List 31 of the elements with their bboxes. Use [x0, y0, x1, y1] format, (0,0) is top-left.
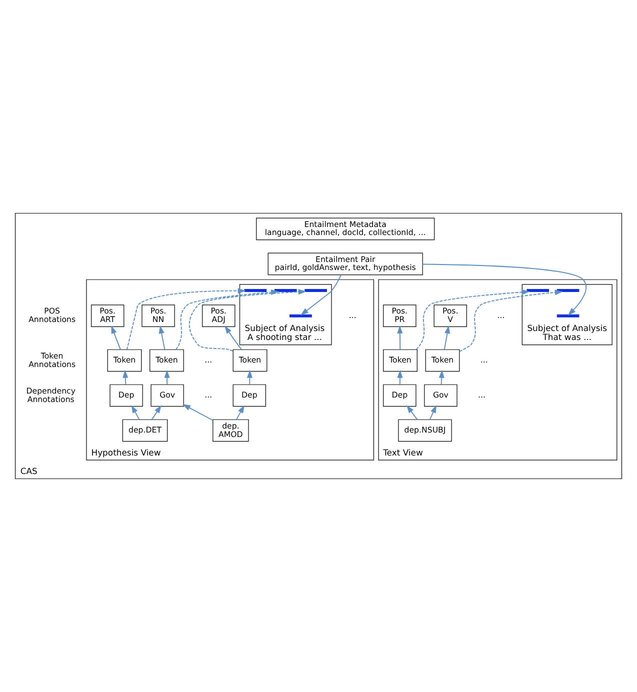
arrow — [151, 405, 162, 420]
arrow — [131, 405, 140, 420]
arrow — [182, 404, 214, 421]
arrow — [416, 289, 530, 350]
arrow — [111, 326, 121, 350]
node-bar — [526, 288, 550, 292]
arrow — [188, 289, 306, 352]
arrow — [236, 405, 244, 420]
node-bar — [290, 314, 312, 318]
arrow — [444, 326, 450, 350]
node-bar — [244, 288, 267, 292]
arrow — [459, 290, 563, 352]
arrow — [397, 370, 403, 386]
arrow — [126, 288, 246, 350]
arrow — [224, 326, 242, 350]
arrow — [438, 370, 444, 386]
arrow — [429, 405, 437, 420]
arrow — [397, 326, 403, 350]
arrow — [246, 370, 252, 386]
node-bar — [274, 288, 297, 292]
arrow — [122, 370, 128, 386]
arrow — [406, 405, 418, 420]
arrow — [300, 274, 342, 316]
node-bar — [556, 314, 580, 318]
arrow — [158, 326, 166, 350]
cluster: Subject of Analysis A shooting star ... — [239, 284, 332, 346]
arrow — [164, 370, 170, 386]
node-bar — [556, 288, 580, 292]
arrow — [175, 289, 279, 350]
node-bar — [304, 288, 327, 292]
arrow — [422, 264, 587, 316]
